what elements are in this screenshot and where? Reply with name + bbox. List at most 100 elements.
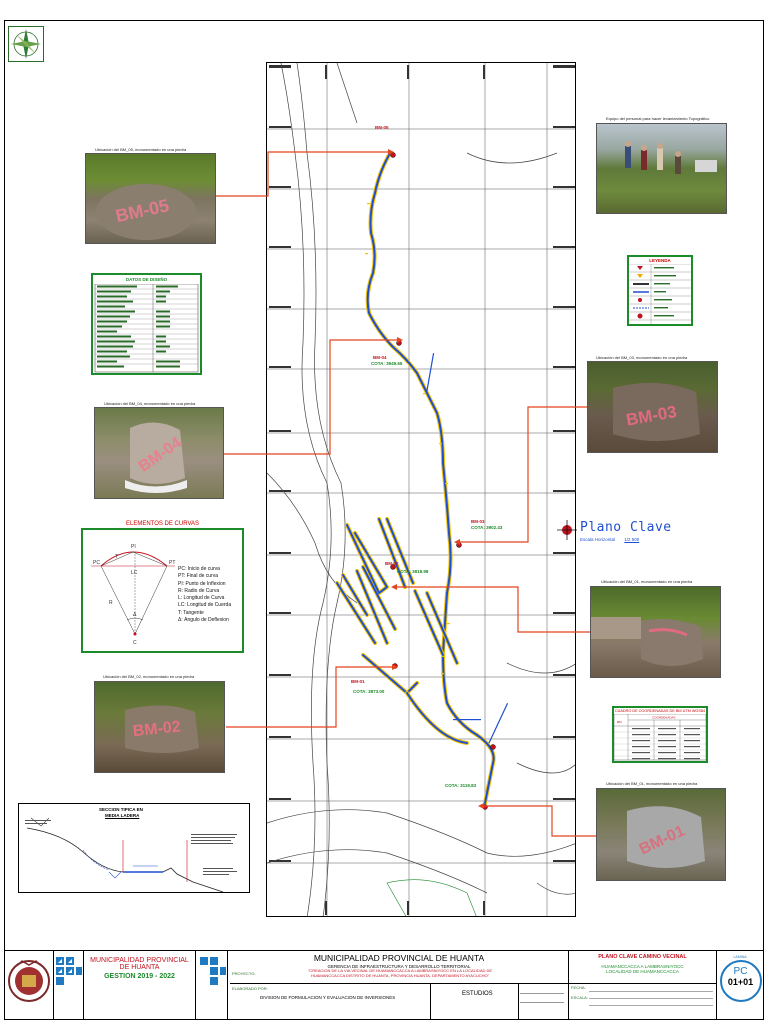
curve-label-lc: LC <box>131 570 138 576</box>
metadata-grid <box>589 985 713 1015</box>
curve-label-pc: PC <box>93 560 100 566</box>
etapa-label: ESTUDIOS <box>462 991 493 997</box>
lamina-number: 01+01 <box>727 977 754 987</box>
legend-box: LEYENDA <box>627 255 693 326</box>
sheet-frame <box>4 20 764 1020</box>
curve-label-t: T <box>115 554 118 560</box>
photo-bm05: BM-05 <box>85 153 216 244</box>
title-block: MUNICIPALIDAD PROVINCIAL DE HUANTA GESTI… <box>4 950 764 1020</box>
photo-bm03: BM-03 <box>587 361 718 453</box>
map-label-bm03-cota: COTA: 3902.43 <box>471 525 503 530</box>
escala-label: ESCALA: <box>571 995 588 1000</box>
header-sub: GERENCIA DE INFRAESTRUCTURA Y DESARROLLO… <box>327 964 471 969</box>
plan-title-cell: PLANO CLAVE CAMINO VECINAL HUAMANCCACCA … <box>568 951 717 1019</box>
datos-diseno-title: DATOS DE DISEÑO <box>125 277 168 282</box>
header-main: MUNICIPALIDAD PROVINCIAL DE HUANTA <box>313 953 485 963</box>
lamina-label: LAMINA: <box>733 955 748 959</box>
lamina-badge: PC 01+01 <box>719 960 762 1002</box>
photo-equipo <box>596 123 727 214</box>
caption-bm02: Ubicación del BM_02, monumentado en una … <box>103 674 195 679</box>
curve-diagram: PC PI PT T LC R Δ C <box>91 544 175 646</box>
gestion-label: GESTION 2019 - 2022 <box>104 973 175 980</box>
plano-clave-scale-value: 1/2 500 <box>624 537 640 542</box>
caption-equipo: Equipo del personal para hacer levantami… <box>606 116 710 121</box>
curve-legend-item: L: Longitud de Curva <box>178 595 225 602</box>
proyecto-text: "CREACION DE LA VIA VECINAL DE HUAMANCCA… <box>307 968 493 978</box>
section-subtitle: MEDIA LADERA <box>105 813 140 818</box>
plano-clave-scale-label: Escala Horizontal <box>580 537 616 542</box>
plan-subtitle-2: LOCALIDAD DE HUAMANCCACCA <box>606 969 679 974</box>
curve-label-c: C <box>133 640 137 646</box>
approvals-cell <box>520 985 564 1012</box>
caption-bm03: Ubicación del BM_03, monumentado en una … <box>596 355 688 360</box>
caption-bm04: Ubicación del BM_04, monumentado en una … <box>104 401 196 406</box>
legend-title: LEYENDA <box>649 258 671 263</box>
datos-diseno-table: DATOS DE DISEÑO <box>91 273 202 375</box>
map-label-bm03: BM-03 <box>471 519 485 524</box>
muni-name-line2: DE HUANTA <box>119 964 160 971</box>
elaborado-label: ELABORADO POR: <box>232 986 268 991</box>
curve-legend-item: Δ: Angulo de Deflexion <box>178 617 229 624</box>
caption-bm01-lower: Ubicación del BM_01, monumentado en una … <box>606 781 698 786</box>
photo-bm01 <box>590 586 721 678</box>
map-label-bm04: BM-04 <box>373 355 387 360</box>
municipality-logo-icon <box>8 960 50 1002</box>
map-label-bm02: BM-02 <box>385 561 399 566</box>
pattern-cell-2 <box>196 951 228 1020</box>
lamina-code: PC <box>733 966 748 977</box>
curve-label-pt: PT <box>169 560 175 566</box>
svg-text:BM-02: BM-02 <box>132 718 182 740</box>
bm-table-header-coords: COORDENADAS <box>652 716 676 720</box>
map-label-bm00-cota: COTA: 3119.83 <box>445 783 477 788</box>
photo-bm01-lower: BM-01 <box>596 788 726 881</box>
plano-clave-scale: Escala Horizontal 1/2 500 <box>580 537 639 542</box>
logo-cell <box>4 951 54 1020</box>
caption-bm05: Ubicación del BM_05, monumentado en una … <box>95 147 187 152</box>
curve-legend-item: PC: Inicio de curva <box>178 566 220 572</box>
map-label-bm04-cota: COTA: 3949.65 <box>371 361 403 366</box>
map-label-bm05: BM-05 <box>375 125 389 130</box>
legend-symbols <box>629 264 691 324</box>
proyecto-label: PROYECTO: <box>232 971 256 976</box>
caption-bm01: Ubicación del BM_01, monumentado en una … <box>601 579 693 584</box>
curve-legend-item: PI: Punto de Inflexion <box>178 580 226 587</box>
curve-elements-box: ELEMENTOS DE CURVAS PC PI PT T LC R Δ C … <box>81 521 244 653</box>
section-drawing <box>25 817 237 892</box>
datos-diseno-grid <box>94 284 199 373</box>
map-canvas: BM-05 BM-04 COTA: 3949.65 BM-03 COTA: 39… <box>267 63 575 916</box>
curve-legend-item: PT: Final de curva <box>178 573 219 580</box>
fecha-label: FECHA: <box>571 985 586 990</box>
map-label-bm02-cota: COTA: 3818.98 <box>397 569 429 574</box>
plan-subtitle-1: HUAMANCCACCA A LAMBRASNIYOCC <box>601 964 684 969</box>
bm-table-grid: BM COORDENADAS <box>614 714 706 761</box>
curve-legend-item: LC: Longitud de Cuerda <box>178 602 232 609</box>
curve-legend: PC: Inicio de curva PT: Final de curva P… <box>178 566 231 624</box>
bm-table-title: CUADRO DE COORDENADAS DE BM UTM WGS84 <box>614 709 706 713</box>
bm-table-header-bm: BM <box>617 720 622 724</box>
photo-bm02: BM-02 <box>94 681 225 773</box>
division-label: DIVISION DE FORMULACION Y EVALUACION DE … <box>260 995 396 1000</box>
lamina-cell: LAMINA: PC 01+01 <box>716 951 764 1019</box>
decorative-pattern-icon <box>56 957 82 985</box>
bm-coordinates-table: CUADRO DE COORDENADAS DE BM UTM WGS84 BM… <box>612 706 708 763</box>
curve-legend-item: R: Radio de Curva <box>178 587 220 594</box>
curve-label-pi: PI <box>131 544 136 550</box>
plan-title: PLANO CLAVE CAMINO VECINAL <box>598 954 687 960</box>
section-title: SECCION TIPICA EN <box>99 807 143 812</box>
decorative-pattern-icon <box>200 957 226 985</box>
plano-clave-title: Plano Clave <box>580 520 672 535</box>
muni-name-line1: MUNICIPALIDAD PROVINCIAL <box>90 957 189 964</box>
crosshair-icon <box>557 520 577 540</box>
typical-section-box: SECCION TIPICA EN MEDIA LADERA <box>18 803 250 893</box>
muni-name-cell: MUNICIPALIDAD PROVINCIAL DE HUANTA GESTI… <box>84 951 196 1020</box>
map-label-bm01-cota: COTA: 3873.00 <box>353 689 385 694</box>
north-arrow-icon <box>8 26 44 62</box>
project-cell: MUNICIPALIDAD PROVINCIAL DE HUANTA GEREN… <box>230 951 568 1019</box>
map-label-bm01: BM-01 <box>351 679 365 684</box>
curve-elements-title: ELEMENTOS DE CURVAS <box>125 521 200 527</box>
pattern-cell <box>54 951 84 1020</box>
key-plan-map: BM-05 BM-04 COTA: 3949.65 BM-03 COTA: 39… <box>266 62 576 917</box>
curve-legend-item: T: Tangente <box>178 609 204 616</box>
photo-bm04: BM-04 <box>94 407 224 499</box>
curve-label-r: R <box>109 600 113 606</box>
